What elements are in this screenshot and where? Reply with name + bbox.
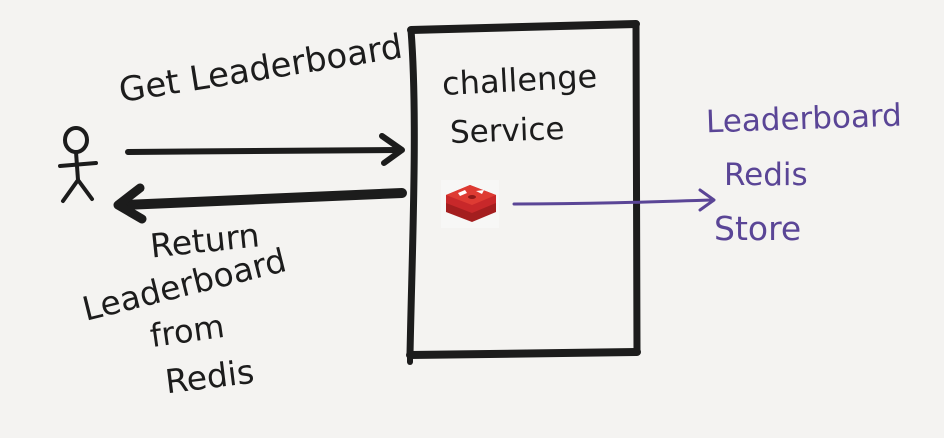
store-label-line1: Leaderboard xyxy=(705,97,903,141)
user-icon xyxy=(58,126,98,203)
service-label-line2: Service xyxy=(449,111,566,151)
response-arrow xyxy=(113,183,407,224)
service-box xyxy=(406,20,641,365)
user-legs xyxy=(61,178,94,203)
return-label-line3: from xyxy=(147,307,227,355)
user-arms xyxy=(58,161,98,168)
request-arrow xyxy=(125,133,405,166)
return-label-line4: Redis xyxy=(162,351,257,402)
user-head xyxy=(63,126,89,154)
store-label-line2: Redis xyxy=(724,157,808,193)
store-connector-arrow xyxy=(512,188,716,212)
service-label-line1: challenge xyxy=(441,56,599,104)
store-label-line3: Store xyxy=(714,209,802,248)
redis-logo-icon xyxy=(441,180,499,228)
